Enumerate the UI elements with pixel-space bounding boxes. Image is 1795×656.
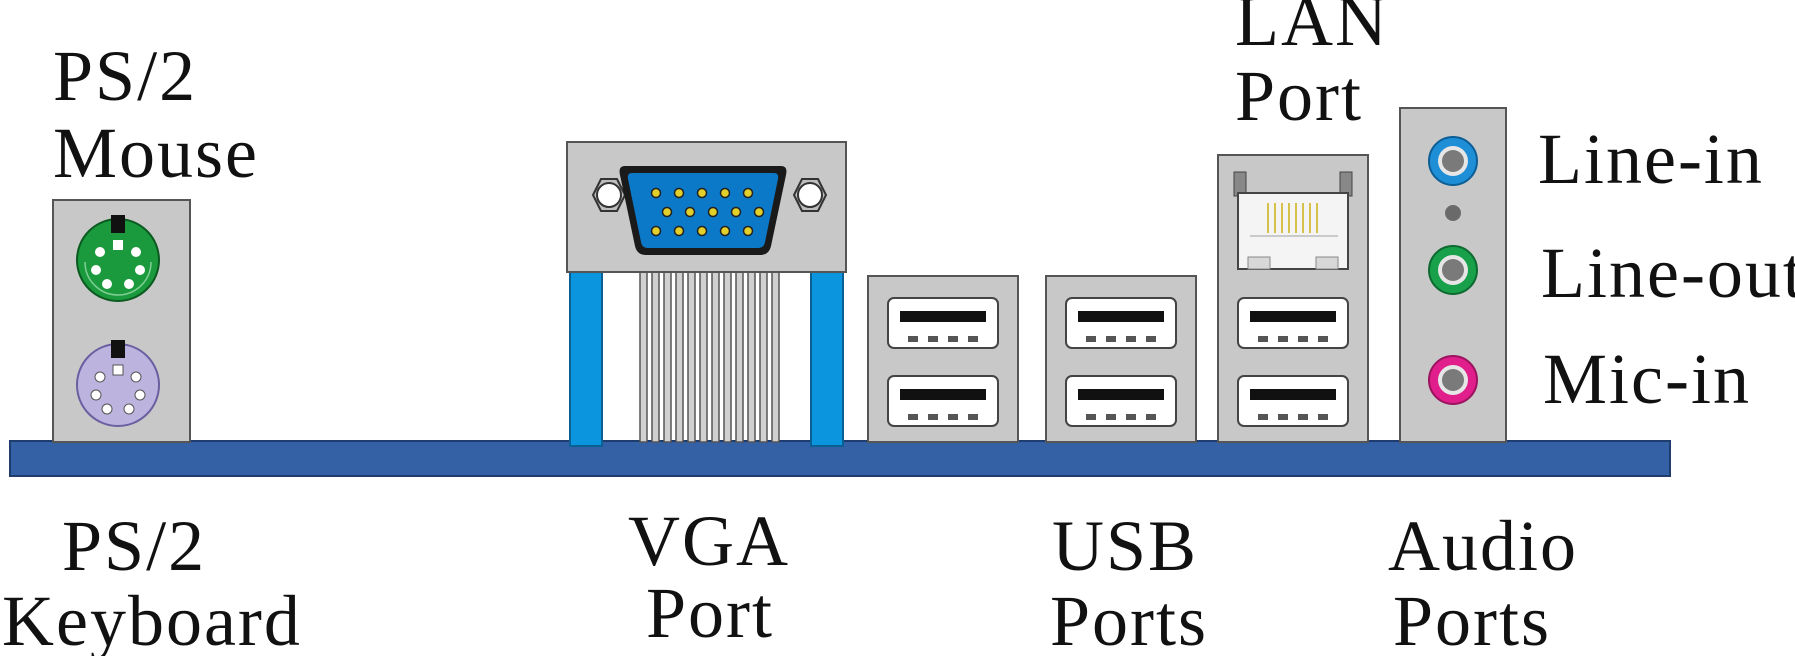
usb-port-icon (1237, 375, 1349, 427)
vga-port (566, 141, 847, 447)
vga-screw-right-icon (792, 178, 828, 212)
label-vga-line1: VGA (628, 501, 790, 581)
vga-pins (639, 271, 780, 443)
usb-port-icon (887, 375, 999, 427)
usb-port-icon (1237, 297, 1349, 349)
ps2-keyboard-port-icon (76, 340, 160, 427)
label-audio-line1: Audio (1388, 506, 1578, 586)
label-ps2-keyboard-line2: Keyboard (2, 581, 302, 656)
label-lan-line2: Port (1235, 56, 1363, 136)
label-usb-line1: USB (1052, 506, 1198, 586)
audio-jack-icon (1428, 245, 1478, 295)
label-ps2-mouse-line2: Mouse (53, 113, 259, 193)
label-ps2-mouse-line1: PS/2 (53, 36, 197, 116)
label-vga-line2: Port (646, 573, 774, 653)
usb-port-icon (1065, 297, 1177, 349)
vga-bracket-right (810, 269, 844, 447)
vga-bracket-left (569, 269, 603, 447)
audio-jack-icon (1428, 136, 1478, 186)
label-ps2-keyboard-line1: PS/2 (62, 506, 206, 586)
label-usb-line2: Ports (1050, 581, 1208, 656)
vga-connector-icon (619, 166, 787, 255)
usb-port-icon (1065, 375, 1177, 427)
usb-ports-group-2 (1045, 275, 1197, 443)
rj45-lan-port-icon (1233, 171, 1353, 270)
usb-port-icon (887, 297, 999, 349)
label-lan-line1: LAN (1235, 0, 1389, 61)
label-mic-in: Mic-in (1543, 339, 1751, 419)
lan-usb-stack (1217, 154, 1369, 443)
label-line-out: Line-out (1541, 233, 1795, 313)
ps2-ports (52, 199, 191, 443)
audio-led-dot (1445, 205, 1461, 221)
ps2-mouse-port-icon (76, 215, 160, 302)
usb-ports-group-1 (867, 275, 1019, 443)
label-line-in: Line-in (1538, 119, 1764, 199)
vga-screw-left-icon (591, 178, 627, 212)
label-audio-line2: Ports (1393, 581, 1551, 656)
audio-jack-icon (1428, 355, 1478, 405)
audio-ports (1399, 107, 1507, 443)
